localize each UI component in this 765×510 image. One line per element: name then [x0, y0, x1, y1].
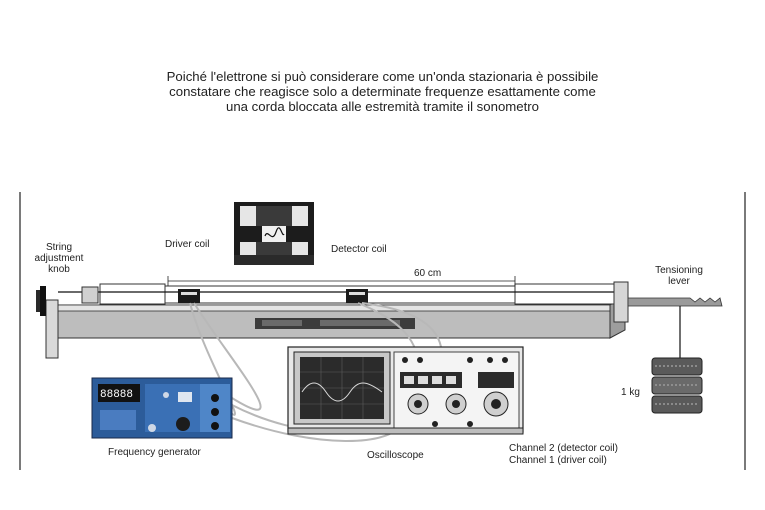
- frequency-generator-label: Frequency generator: [108, 447, 201, 458]
- driver-coil-label: Driver coil: [165, 239, 210, 250]
- length-label: 60 cm: [414, 268, 442, 279]
- generator-display: 88888: [100, 389, 133, 401]
- string-knob-label-line-1: String: [45, 242, 73, 253]
- tensioning-label-line-1: Tensioning: [655, 265, 703, 276]
- length-marker: [167, 276, 516, 286]
- sonometer-rail: [45, 295, 626, 359]
- string-knob-label-line-3: knob: [48, 264, 70, 275]
- channel-1-label: Channel 1 (driver coil): [509, 455, 607, 466]
- string-adjustment-knob: [36, 286, 46, 316]
- string-adjustment-knob-label: String adjustment knob: [30, 242, 88, 275]
- oscilloscope-label: Oscilloscope: [367, 450, 424, 461]
- mass-label: 1 kg: [621, 387, 640, 398]
- caption-line-2: constatare che reagisce solo a determina…: [169, 84, 596, 99]
- caption-line-3: una corda bloccata alle estremità tramit…: [226, 99, 539, 114]
- mass-stack: [651, 357, 703, 414]
- tensioning-lever-label: Tensioning lever: [648, 265, 710, 287]
- caption-line-1: Poiché l'elettrone si può considerare co…: [166, 69, 599, 84]
- detector-coil-label: Detector coil: [331, 244, 387, 255]
- caption: Poiché l'elettrone si può considerare co…: [100, 69, 665, 114]
- string-guide: [58, 283, 625, 305]
- tensioning-lever: [613, 281, 723, 358]
- frequency-generator: 88888: [91, 377, 233, 439]
- tensioning-label-line-2: lever: [668, 276, 690, 287]
- driver-coil: [178, 289, 200, 303]
- channel-2-label: Channel 2 (detector coil): [509, 443, 618, 454]
- string-clamp: [81, 286, 99, 304]
- string-knob-label-line-2: adjustment: [34, 253, 84, 264]
- oscilloscope: [287, 346, 524, 435]
- waveform-inset: [234, 202, 314, 265]
- detector-coil: [346, 289, 368, 303]
